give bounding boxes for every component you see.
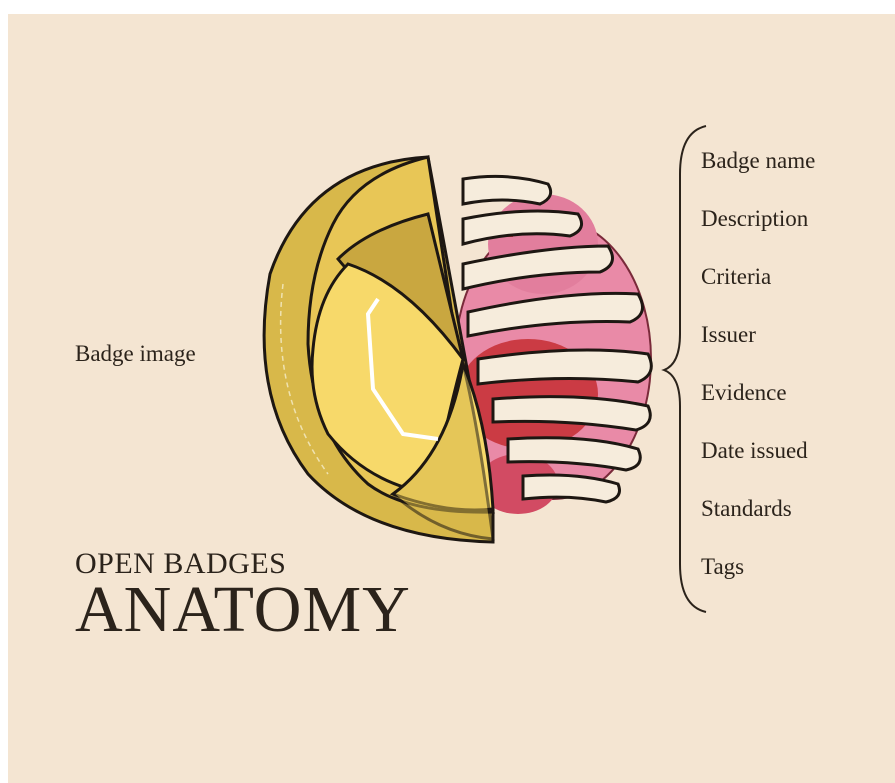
field-issuer: Issuer: [701, 320, 815, 378]
curly-brace: [664, 126, 706, 612]
field-evidence: Evidence: [701, 378, 815, 436]
field-criteria: Criteria: [701, 262, 815, 320]
field-date-issued: Date issued: [701, 436, 815, 494]
badge-image-label: Badge image: [75, 341, 196, 367]
title-line-2: ANATOMY: [75, 577, 411, 643]
field-badge-name: Badge name: [701, 146, 815, 204]
field-description: Description: [701, 204, 815, 262]
badge-sphere: [264, 157, 493, 542]
field-tags: Tags: [701, 552, 815, 610]
badge-field-list: Badge name Description Criteria Issuer E…: [701, 146, 815, 610]
field-standards: Standards: [701, 494, 815, 552]
diagram-canvas: Badge image OPEN BADGES ANATOMY Badge na…: [8, 14, 895, 783]
